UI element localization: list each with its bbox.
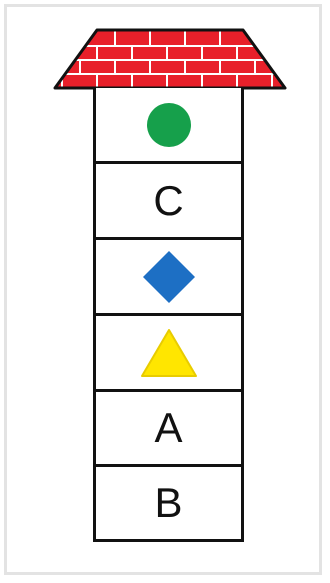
blue-diamond-shape bbox=[141, 249, 197, 305]
letter-c: C bbox=[153, 180, 183, 222]
brick-roof bbox=[0, 0, 330, 100]
tower-cell-6: B bbox=[93, 467, 244, 542]
letter-a: A bbox=[154, 407, 182, 449]
tower-cell-2: C bbox=[93, 164, 244, 240]
letter-b: B bbox=[154, 482, 182, 524]
tower-cell-4 bbox=[93, 316, 244, 392]
yellow-triangle-shape bbox=[139, 327, 199, 379]
tower-cell-5: A bbox=[93, 392, 244, 467]
tower: C A B bbox=[93, 88, 244, 542]
tower-cell-3 bbox=[93, 240, 244, 316]
green-circle-shape bbox=[145, 101, 193, 149]
tower-cell-1 bbox=[93, 88, 244, 164]
